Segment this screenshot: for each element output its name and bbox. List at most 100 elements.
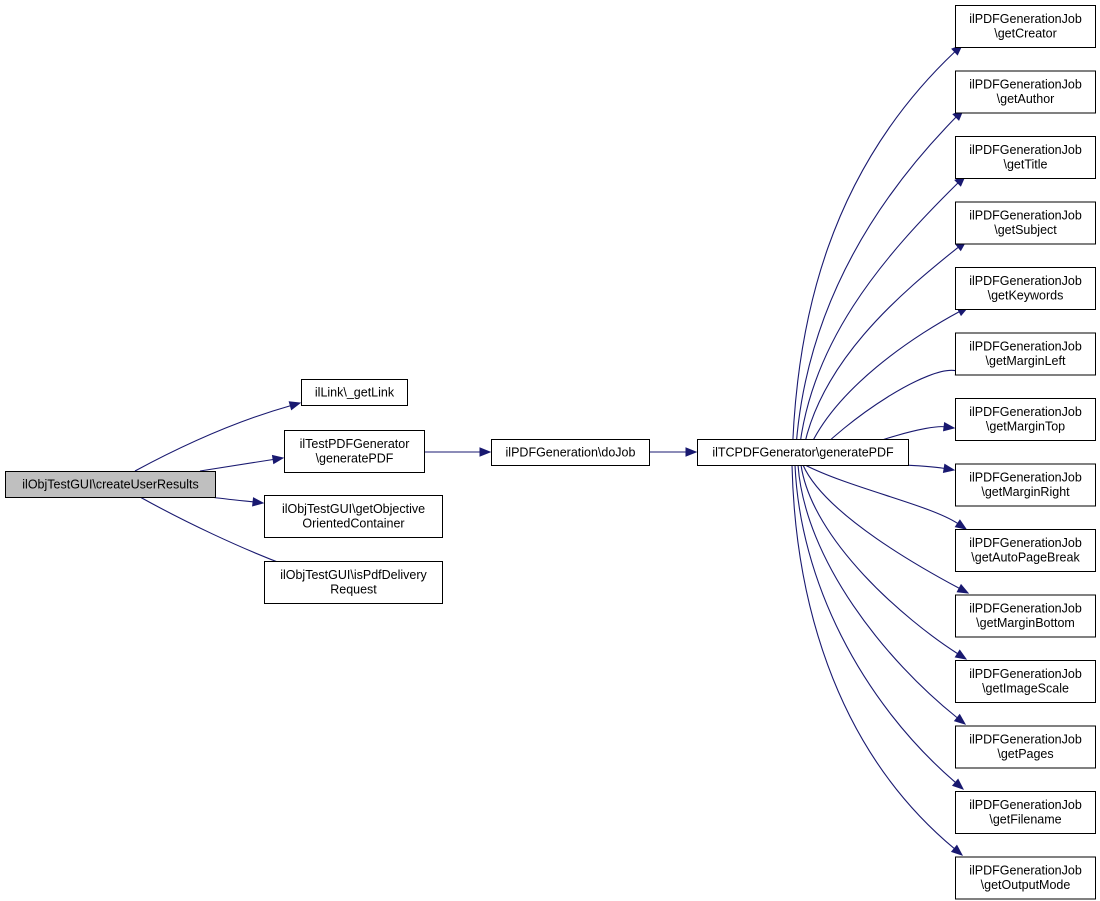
node-getSubject[interactable]: ilPDFGenerationJob\getSubject [955,201,1096,245]
node-label: ilPDFGenerationJob [969,78,1082,92]
node-label: ilPDFGenerationJob [969,798,1082,812]
node-getLink[interactable]: ilLink\_getLink [301,379,408,406]
node-getMarginLeft[interactable]: ilPDFGenerationJob\getMarginLeft [955,332,1096,376]
node-label: ilTestPDFGenerator [300,437,410,451]
node-tcpdf[interactable]: ilTCPDFGenerator\generatePDF [697,439,909,466]
node-label: \getMarginTop [986,420,1065,434]
node-label: \getMarginBottom [976,616,1075,630]
node-label: ilObjTestGUI\createUserResults [22,477,198,491]
edge-root-to-testGenPDF [199,458,274,472]
node-getCreator[interactable]: ilPDFGenerationJob\getCreator [955,5,1096,48]
node-label: ilPDFGenerationJob [969,143,1082,157]
node-label: ilPDFGenerationJob [969,405,1082,419]
node-label: \getTitle [1003,158,1047,172]
node-box [955,856,1096,900]
edge-tcpdf-to-getOutputMode [791,464,955,850]
node-label: \getSubject [994,223,1057,237]
node-label: OrientedContainer [302,517,404,531]
edge-tcpdf-to-getKeywords [802,311,960,466]
edge-tcpdf-to-getAuthor [794,116,957,466]
edge-tcpdf-to-getImageScale [800,464,958,655]
arrowhead-getAutoPageBreak [954,519,968,530]
node-box [697,439,909,466]
node-getMarginBottom[interactable]: ilPDFGenerationJob\getMarginBottom [955,594,1096,638]
edge-tcpdf-to-getCreator [791,51,956,466]
arrowhead-getPages [953,713,967,725]
node-box [264,495,443,538]
node-label: \generatePDF [316,452,394,466]
node-label: Request [330,583,377,597]
node-box [284,430,425,473]
nodes-layer: ilObjTestGUI\createUserResults ilLink\_ge… [5,5,1096,900]
arrowhead-getLink [288,401,302,411]
arrowhead-getMarginRight [942,463,956,473]
node-label: ilPDFGenerationJob [969,733,1082,747]
node-doJob[interactable]: ilPDFGeneration\doJob [491,439,650,466]
node-label: \getMarginLeft [986,354,1066,368]
node-box [955,660,1096,703]
node-box [5,471,216,498]
node-label: ilPDFGenerationJob [969,536,1082,550]
node-label: ilPDFGenerationJob [969,471,1082,485]
arrowhead-getMarginTop [942,421,956,432]
node-label: \getMarginRight [981,485,1070,499]
node-label: ilLink\_getLink [315,385,395,399]
node-label: ilPDFGenerationJob [969,274,1082,288]
node-label: ilTCPDFGenerator\generatePDF [712,445,894,459]
node-label: ilPDFGeneration\doJob [506,445,636,459]
node-box [955,463,1096,507]
node-label: \getKeywords [988,289,1064,303]
node-getMarginRight[interactable]: ilPDFGenerationJob\getMarginRight [955,463,1096,507]
edge-root-to-isPdfDelivery [139,496,287,567]
node-getAuthor[interactable]: ilPDFGenerationJob\getAuthor [955,70,1096,114]
edge-tcpdf-to-getAutoPageBreak [804,464,958,524]
arrowhead-getMarginBottom [956,583,970,594]
node-box [301,379,408,406]
node-box [955,136,1096,179]
edge-root-to-getLink [134,405,291,472]
node-getKeywords[interactable]: ilPDFGenerationJob\getKeywords [955,267,1096,310]
node-getObjective[interactable]: ilObjTestGUI\getObjectiveOrientedContain… [264,495,443,538]
arrowhead-getFilename [951,778,965,790]
node-label: ilPDFGenerationJob [969,864,1082,878]
node-label: ilObjTestGUI\getObjective [282,502,425,516]
node-label: ilPDFGenerationJob [969,12,1082,26]
node-label: ilPDFGenerationJob [969,667,1082,681]
edge-tcpdf-to-getTitle [797,182,959,466]
node-label: \getAutoPageBreak [971,551,1080,565]
node-label: \getCreator [994,27,1057,41]
node-label: \getOutputMode [981,878,1071,892]
node-box [955,201,1096,245]
node-box [955,529,1096,572]
edge-tcpdf-to-getMarginBottom [802,464,960,589]
node-box [955,398,1096,441]
node-getTitle[interactable]: ilPDFGenerationJob\getTitle [955,136,1096,179]
node-label: \getImageScale [982,682,1069,696]
node-root[interactable]: ilObjTestGUI\createUserResults [5,471,216,498]
node-label: ilPDFGenerationJob [969,340,1082,354]
node-getFilename[interactable]: ilPDFGenerationJob\getFilename [955,791,1096,834]
node-box [491,439,650,466]
node-box [955,791,1096,834]
node-label: \getAuthor [997,92,1055,106]
node-getImageScale[interactable]: ilPDFGenerationJob\getImageScale [955,660,1096,703]
node-box [955,5,1096,48]
node-testGenPDF[interactable]: ilTestPDFGenerator\generatePDF [284,430,425,473]
arrowhead-tcpdf [685,447,698,457]
node-box [264,561,443,604]
node-getPages[interactable]: ilPDFGenerationJob\getPages [955,725,1096,769]
node-box [955,332,1096,376]
edge-tcpdf-to-getFilename [794,464,956,783]
arrowhead-testGenPDF [271,454,285,465]
node-box [955,70,1096,114]
node-getMarginTop[interactable]: ilPDFGenerationJob\getMarginTop [955,398,1096,441]
node-label: ilPDFGenerationJob [969,209,1082,223]
node-getAutoPageBreak[interactable]: ilPDFGenerationJob\getAutoPageBreak [955,529,1096,572]
node-label: \getFilename [989,813,1061,827]
node-getOutputMode[interactable]: ilPDFGenerationJob\getOutputMode [955,856,1096,900]
node-box [955,725,1096,769]
node-box [955,267,1096,310]
edge-tcpdf-to-getPages [797,464,958,719]
